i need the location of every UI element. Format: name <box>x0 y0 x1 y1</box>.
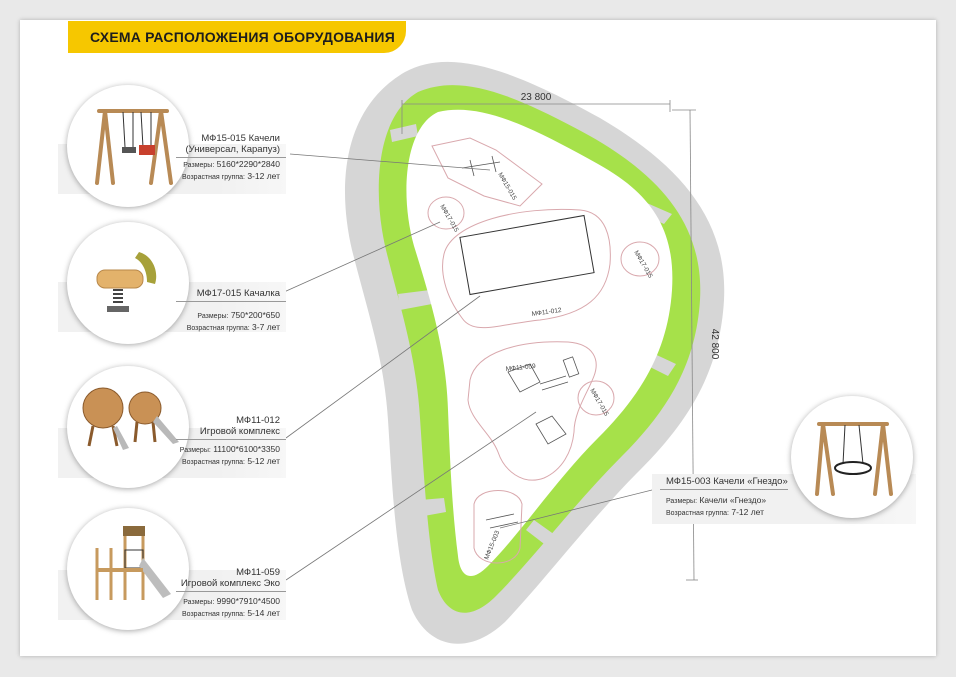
zone-complex <box>442 208 611 329</box>
item-name: МФ11-012 <box>236 415 280 426</box>
item-age: 3-12 лет <box>247 171 280 181</box>
item-size: Качели «Гнездо» <box>699 495 767 505</box>
age-key: Возрастная группа: <box>666 510 729 517</box>
leader-lines <box>283 153 661 581</box>
label-eco: МФ11-059 Игровой комплекс Эко Размеры: 9… <box>181 567 280 620</box>
item-size: 750*200*650 <box>230 310 280 320</box>
zone-swing <box>431 137 543 207</box>
age-key: Возрастная группа: <box>181 611 245 618</box>
plan-equipment-marks <box>461 155 580 529</box>
size-key: Размеры: <box>183 599 215 606</box>
item-name: МФ15-015 Качели <box>201 133 280 144</box>
label-complex: МФ11-012 Игровой комплекс Размеры: 11100… <box>180 415 280 468</box>
age-key: Возрастная группа: <box>181 174 245 181</box>
item-subtitle: Игровой комплекс Эко <box>180 578 280 589</box>
dimension-height: 42 800 <box>709 329 720 360</box>
divider <box>660 489 788 490</box>
zone-rocker-a <box>427 196 465 230</box>
item-name: МФ17-015 Качалка <box>196 288 280 299</box>
item-age: 5-12 лет <box>247 456 280 466</box>
page-title: СХЕМА РАСПОЛОЖЕНИЯ ОБОРУДОВАНИЯ <box>90 29 395 45</box>
eco-complex-icon <box>67 508 189 630</box>
label-swing: МФ15-015 Качели (Универсал, Карапуз) Раз… <box>182 133 280 183</box>
zone-rocker-b <box>620 241 660 277</box>
age-key: Возрастная группа: <box>186 325 250 332</box>
zone-rocker-c <box>577 380 615 416</box>
swing-icon <box>67 85 189 207</box>
divider <box>176 157 286 158</box>
dimension-width: 23 800 <box>521 92 552 103</box>
item-name: МФ15-003 Качели «Гнездо» <box>666 476 788 487</box>
spring-rocker-icon <box>67 222 189 344</box>
zone-nest <box>473 490 523 564</box>
item-age: 5-14 лет <box>247 608 280 618</box>
title-banner: СХЕМА РАСПОЛОЖЕНИЯ ОБОРУДОВАНИЯ <box>68 21 406 53</box>
item-subtitle: (Универсал, Карапуз) <box>185 144 281 155</box>
age-key: Возрастная группа: <box>181 459 245 466</box>
size-key: Размеры: <box>179 447 211 454</box>
divider <box>176 439 286 440</box>
label-rocker: МФ17-015 Качалка Размеры: 750*200*650 Во… <box>187 288 280 334</box>
item-subtitle: Игровой комплекс <box>199 426 280 437</box>
size-key: Размеры: <box>197 313 229 320</box>
item-age: 7-12 лет <box>731 507 765 517</box>
item-name: МФ11-059 <box>236 567 280 578</box>
item-age: 3-7 лет <box>252 322 280 332</box>
item-size: 9990*7910*4500 <box>216 596 280 606</box>
complex-footprint <box>459 214 595 296</box>
item-size: 11100*6100*3350 <box>213 444 280 454</box>
nest-swing-icon <box>791 396 913 518</box>
plan-label-eco: МФ11-059 <box>505 363 536 373</box>
size-key: Размеры: <box>666 498 698 505</box>
item-size: 5160*2290*2840 <box>216 159 280 169</box>
plan-label-complex: МФ11-012 <box>531 307 562 318</box>
zone-eco <box>467 341 597 481</box>
size-key: Размеры: <box>183 162 215 169</box>
divider <box>176 301 286 302</box>
label-nest: МФ15-003 Качели «Гнездо» Размеры: Качели… <box>666 476 788 519</box>
play-complex-icon <box>67 366 189 488</box>
divider <box>176 591 286 592</box>
safety-zones <box>427 137 660 564</box>
